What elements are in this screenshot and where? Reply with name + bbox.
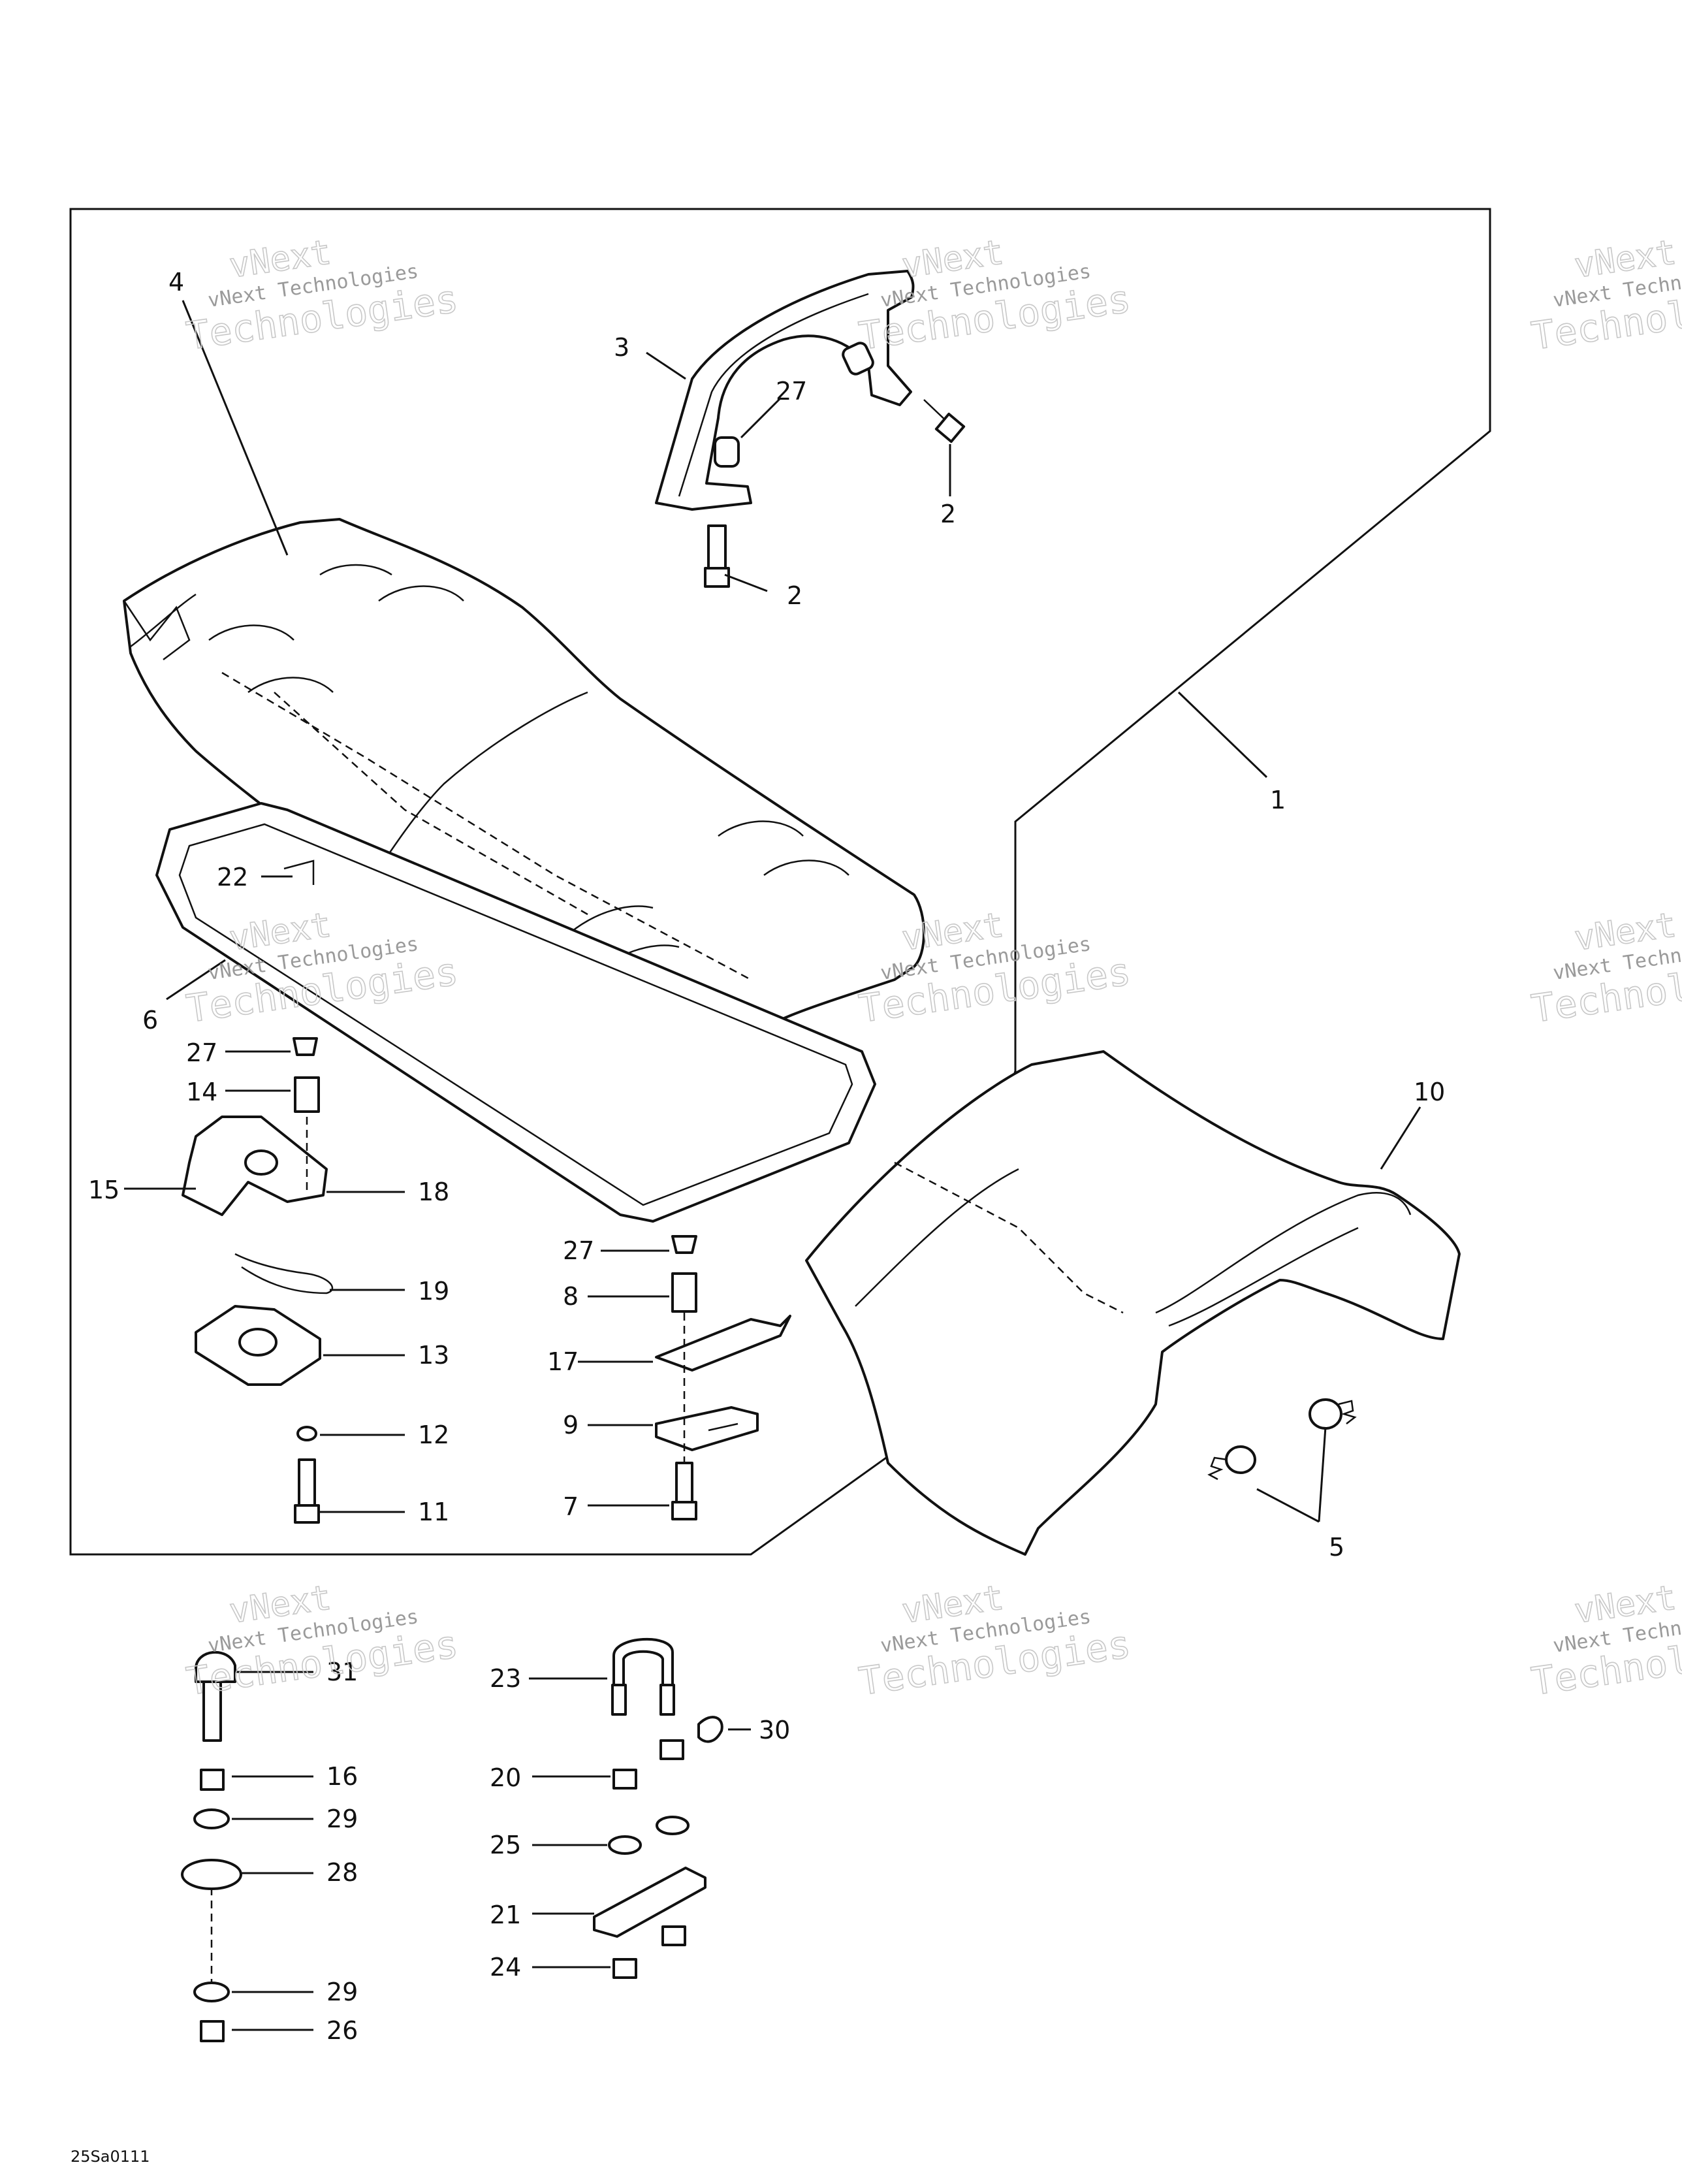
callout-3: 3 bbox=[614, 333, 629, 362]
callout-5: 5 bbox=[1329, 1533, 1344, 1562]
callout-28: 28 bbox=[326, 1858, 358, 1887]
callout-31: 31 bbox=[326, 1658, 358, 1686]
handle-fasteners bbox=[704, 342, 966, 588]
callout-9: 9 bbox=[563, 1411, 579, 1439]
callout-26: 26 bbox=[326, 2016, 358, 2045]
callout-7: 7 bbox=[563, 1492, 579, 1521]
leader-1 bbox=[1177, 691, 1268, 779]
callout-11: 11 bbox=[418, 1498, 449, 1526]
grab-handle-part bbox=[655, 270, 915, 511]
callout-16: 16 bbox=[326, 1762, 358, 1791]
callout-17: 17 bbox=[547, 1347, 579, 1376]
latch-assembly bbox=[182, 1037, 334, 1524]
callout-22: 22 bbox=[217, 863, 248, 891]
callout-19: 19 bbox=[418, 1277, 449, 1306]
callout-10: 10 bbox=[1414, 1078, 1445, 1106]
callout-15: 15 bbox=[88, 1176, 119, 1204]
callout-20: 20 bbox=[490, 1763, 521, 1792]
callout-30: 30 bbox=[759, 1716, 790, 1744]
callout-24: 24 bbox=[490, 1953, 521, 1982]
mount-stack-middle bbox=[593, 1637, 723, 1979]
callout-23: 23 bbox=[490, 1664, 521, 1693]
mount-stack-left bbox=[181, 1650, 242, 2042]
callout-13: 13 bbox=[418, 1341, 449, 1370]
callout-21: 21 bbox=[490, 1901, 521, 1929]
callout-8: 8 bbox=[563, 1282, 579, 1311]
leader-lines bbox=[124, 300, 1421, 2031]
callout-labels: 1 2 2 3 4 5 6 7 8 9 10 11 12 13 14 15 16… bbox=[88, 268, 1445, 2045]
push-rivets-part bbox=[1207, 1398, 1357, 1481]
callout-14: 14 bbox=[186, 1078, 217, 1106]
callout-27c: 27 bbox=[563, 1236, 594, 1265]
callout-18: 18 bbox=[418, 1178, 449, 1206]
callout-2a: 2 bbox=[940, 500, 956, 528]
plate-assembly bbox=[655, 1235, 791, 1520]
seat-frame-part bbox=[155, 802, 876, 1223]
callout-12: 12 bbox=[418, 1421, 449, 1449]
callout-27a: 27 bbox=[776, 377, 807, 406]
callout-4: 4 bbox=[168, 268, 184, 297]
callout-2b: 2 bbox=[787, 581, 802, 610]
callout-27b: 27 bbox=[186, 1038, 217, 1067]
callout-1: 1 bbox=[1270, 786, 1286, 814]
rear-seat-part bbox=[805, 1050, 1461, 1556]
drawing-code: 25Sa0111 bbox=[71, 2147, 150, 2166]
assembly-outline bbox=[69, 208, 1491, 1556]
callout-25: 25 bbox=[490, 1831, 521, 1859]
callout-6: 6 bbox=[142, 1006, 158, 1035]
callout-29b: 29 bbox=[326, 1978, 358, 2006]
callout-29a: 29 bbox=[326, 1805, 358, 1833]
